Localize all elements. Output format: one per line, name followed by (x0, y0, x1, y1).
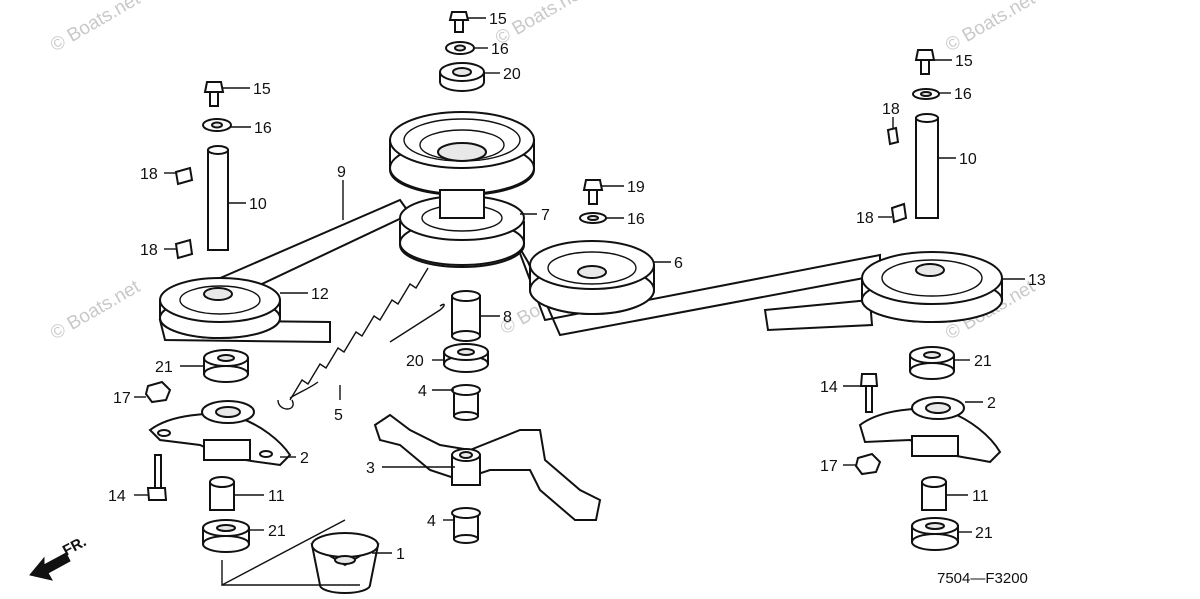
callout-17: 17 (820, 458, 838, 475)
callout-18: 18 (856, 210, 874, 227)
watermark-text: © Boats.net (47, 0, 144, 56)
callout-18: 18 (882, 101, 900, 118)
center-pulley-assembly (389, 11, 535, 268)
watermark-text: © Boats.net (942, 0, 1039, 56)
idler-arm (373, 413, 602, 544)
callout-2: 2 (300, 450, 309, 467)
callout-8: 8 (503, 309, 512, 326)
callout-15: 15 (955, 53, 973, 70)
right-pulley-assembly (861, 49, 1003, 323)
callout-14: 14 (820, 379, 838, 396)
callout-15: 15 (489, 11, 507, 28)
callout-2: 2 (987, 395, 996, 412)
callout-20: 20 (406, 353, 424, 370)
leader-lines (134, 17, 1025, 554)
left-bracket-assembly (144, 349, 380, 594)
callout-21: 21 (268, 523, 286, 540)
callout-16: 16 (491, 41, 509, 58)
callout-17: 17 (113, 390, 131, 407)
callout-9: 9 (337, 164, 346, 181)
callout-15: 15 (253, 81, 271, 98)
callout-6: 6 (674, 255, 683, 272)
callout-14: 14 (108, 488, 126, 505)
callout-21: 21 (974, 353, 992, 370)
callout-11: 11 (972, 488, 989, 505)
callout-3: 3 (366, 460, 375, 477)
callout-21: 21 (155, 359, 173, 376)
callout-10: 10 (249, 196, 267, 213)
front-direction-indicator: FR. (29, 533, 89, 581)
watermark-text: © Boats.net (47, 276, 144, 344)
callout-4: 4 (427, 513, 436, 530)
callout-16: 16 (954, 86, 972, 103)
callout-16: 16 (254, 120, 272, 137)
callout-16: 16 (627, 211, 645, 228)
callout-1: 1 (396, 546, 405, 563)
tensioner-assembly (277, 267, 489, 421)
callout-11: 11 (268, 488, 285, 505)
drawing-code: 7504—F3200 (937, 570, 1028, 587)
callout-7: 7 (541, 207, 550, 224)
callout-13: 13 (1028, 272, 1046, 289)
callout-4: 4 (418, 383, 427, 400)
callout-5: 5 (334, 407, 343, 424)
bolt-15-top (448, 11, 470, 33)
idler-pulley-assembly (529, 179, 655, 315)
front-arrow-icon (29, 552, 71, 581)
callout-21: 21 (975, 525, 993, 542)
callout-19: 19 (627, 179, 645, 196)
left-pulley-assembly (159, 81, 281, 339)
callout-10: 10 (959, 151, 977, 168)
callout-18: 18 (140, 166, 158, 183)
callout-20: 20 (503, 66, 521, 83)
callout-18: 18 (140, 242, 158, 259)
callouts: 15 16 20 15 16 18 10 18 9 12 7 19 16 6 1… (108, 11, 1046, 563)
callout-12: 12 (311, 286, 329, 303)
right-bracket-assembly (854, 346, 1002, 551)
